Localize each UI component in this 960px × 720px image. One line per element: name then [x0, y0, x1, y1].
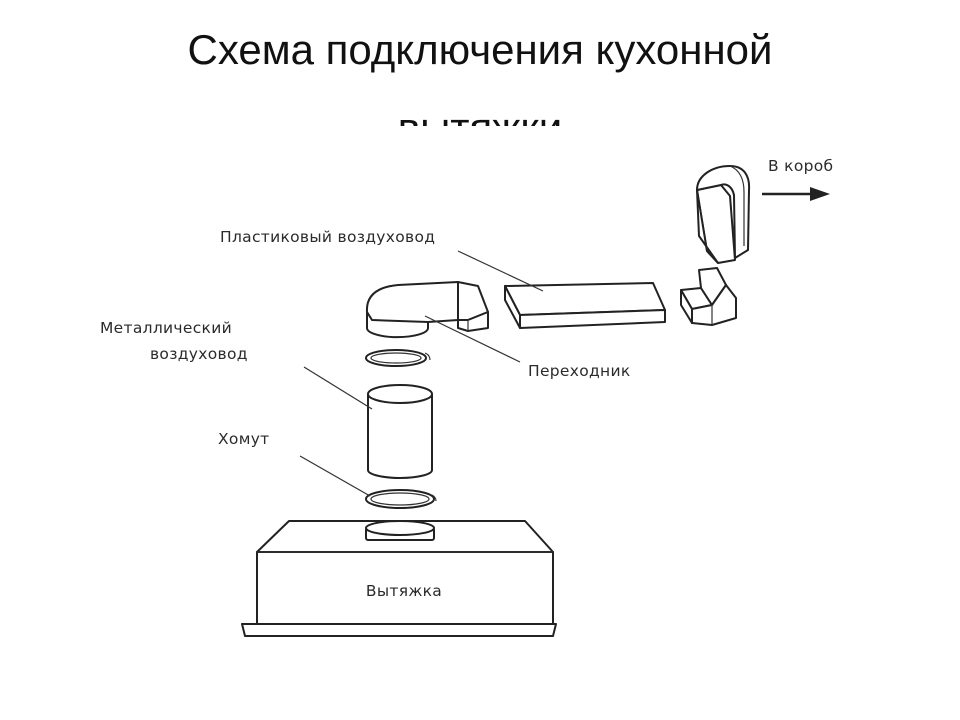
slide-title: Схема подключения кухонной вытяжки [0, 0, 960, 126]
arrow-right-icon [762, 187, 830, 201]
hood-unit: Вытяжка [241, 520, 557, 637]
outlet-bend [696, 165, 751, 264]
adapter [365, 281, 489, 339]
title-line-1: Схема подключения кухонной [187, 26, 773, 73]
metal-duct-label-1: Металлический [100, 319, 232, 337]
clamp-label: Хомут [218, 430, 270, 448]
metal-duct [367, 384, 433, 479]
lower-clamp [365, 489, 437, 509]
leader-lines [299, 250, 544, 497]
to-box-label: В короб [768, 157, 833, 175]
metal-duct-label-2: воздуховод [150, 345, 248, 363]
title-line-2: вытяжки [0, 78, 960, 126]
plastic-duct-label: Пластиковый воздуховод [220, 228, 435, 246]
plastic-duct-section [504, 282, 666, 329]
upper-clamp [365, 349, 431, 367]
adapter-label: Переходник [528, 362, 631, 380]
duct-elbow [680, 267, 737, 326]
hood-label: Вытяжка [366, 582, 442, 600]
